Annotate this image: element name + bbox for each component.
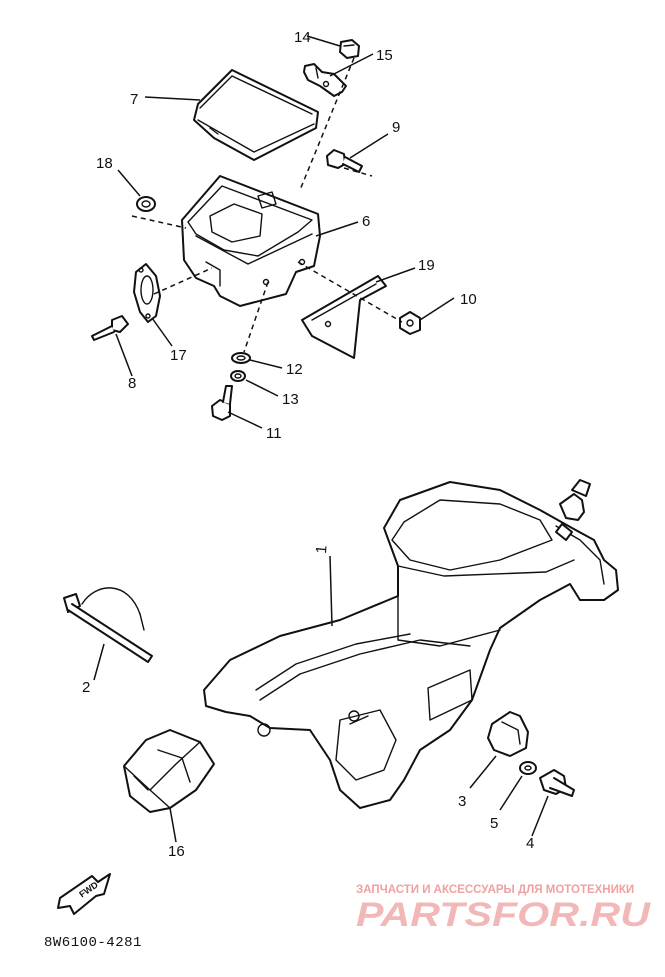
part-18-grommet [136, 196, 156, 212]
watermark-tagline: ЗАПЧАСТИ И АКСЕССУАРЫ ДЛЯ МОТОТЕХНИКИ [356, 884, 634, 896]
callout-13: 13 [282, 391, 299, 408]
callout-8: 8 [128, 375, 136, 392]
top-leader-lines [115, 35, 455, 429]
callout-5: 5 [490, 815, 498, 832]
callout-3: 3 [458, 793, 466, 810]
callout-labels: 14 15 7 9 18 6 19 10 17 12 8 13 11 1 2 3… [82, 29, 534, 860]
callout-6: 6 [362, 213, 370, 230]
part-10-nut [399, 311, 421, 335]
part-1-frame [203, 481, 619, 809]
part-9-bolt [326, 149, 363, 173]
callout-15: 15 [376, 47, 393, 64]
callout-10: 10 [460, 291, 477, 308]
part-6-box [181, 175, 321, 307]
part-11-bolt [211, 385, 233, 421]
callout-19: 19 [418, 257, 435, 274]
fwd-arrow-icon: FWD [57, 873, 111, 915]
callout-18: 18 [96, 155, 113, 172]
callout-17: 17 [170, 347, 187, 364]
part-19-plate [301, 275, 387, 359]
callout-4: 4 [526, 835, 534, 852]
part-13-washer [230, 370, 246, 382]
callout-9: 9 [392, 119, 400, 136]
callout-11: 11 [266, 425, 282, 442]
part-15-bracket [303, 63, 347, 97]
part-5-washer [519, 761, 537, 775]
watermark: ЗАПЧАСТИ И АКСЕССУАРЫ ДЛЯ МОТОТЕХНИКИ PA… [356, 884, 652, 934]
part-4-bolt [539, 769, 575, 797]
callout-16: 16 [168, 843, 185, 860]
bottom-leader-lines [93, 555, 549, 843]
wing-bolt [555, 479, 591, 541]
part-16-sleeve [123, 729, 215, 813]
callout-1: 1 [313, 545, 331, 555]
part-code: 8W6100-4281 [44, 935, 142, 951]
callout-2: 2 [82, 679, 90, 696]
callout-14: 14 [294, 29, 311, 46]
part-17-gasket [133, 263, 161, 323]
watermark-logo: PARTSFOR.RU [356, 896, 652, 934]
part-3-damper [487, 711, 529, 757]
part-8-screw [91, 315, 129, 341]
part-2-strap [63, 587, 153, 663]
callout-12: 12 [286, 361, 303, 378]
part-14-nut [339, 39, 360, 59]
callout-7: 7 [130, 91, 138, 108]
part-12-washer [231, 352, 251, 364]
part-7-cover [193, 69, 319, 161]
